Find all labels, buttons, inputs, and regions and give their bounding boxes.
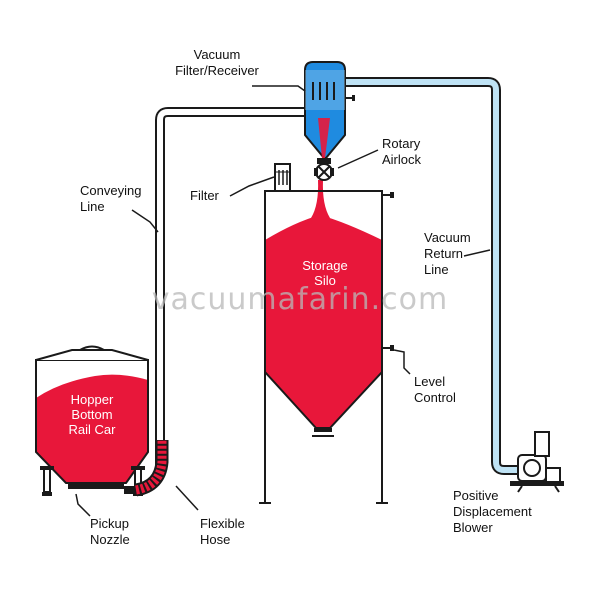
silo-filter: [274, 163, 291, 192]
leader-lines: [75, 85, 491, 517]
storage-silo-label: Storage Silo: [302, 258, 348, 288]
watermark: vacuumafarin.com: [151, 282, 449, 317]
flexible-hose: [134, 440, 169, 497]
storage-silo: [259, 180, 394, 504]
vacuum-return-line: [345, 77, 518, 475]
pickup-nozzle-label: Pickup Nozzle: [90, 516, 130, 547]
filter-label: Filter: [190, 188, 219, 203]
flexible-hose-label: Flexible Hose: [200, 516, 245, 547]
hopper-bottom-rail-car: [35, 345, 149, 496]
vacuum-return-line-label: Vacuum Return Line: [424, 230, 471, 277]
rotary-airlock: [314, 158, 334, 181]
hopper-bottom-rail-car-label: Hopper Bottom Rail Car: [68, 392, 116, 437]
pickup-nozzle: [124, 486, 138, 494]
rotary-airlock-label: Rotary Airlock: [382, 136, 422, 167]
vacuum-filter-receiver: [304, 61, 355, 159]
conveying-line-label: Conveying Line: [80, 183, 142, 214]
level-control-label: Level Control: [414, 374, 456, 405]
vacuum-filter-receiver-label: Vacuum Filter/Receiver: [175, 47, 259, 78]
positive-displacement-blower: [510, 431, 564, 493]
conveying-line: [155, 107, 315, 470]
positive-displacement-blower-label: Positive Displacement Blower: [453, 488, 532, 535]
